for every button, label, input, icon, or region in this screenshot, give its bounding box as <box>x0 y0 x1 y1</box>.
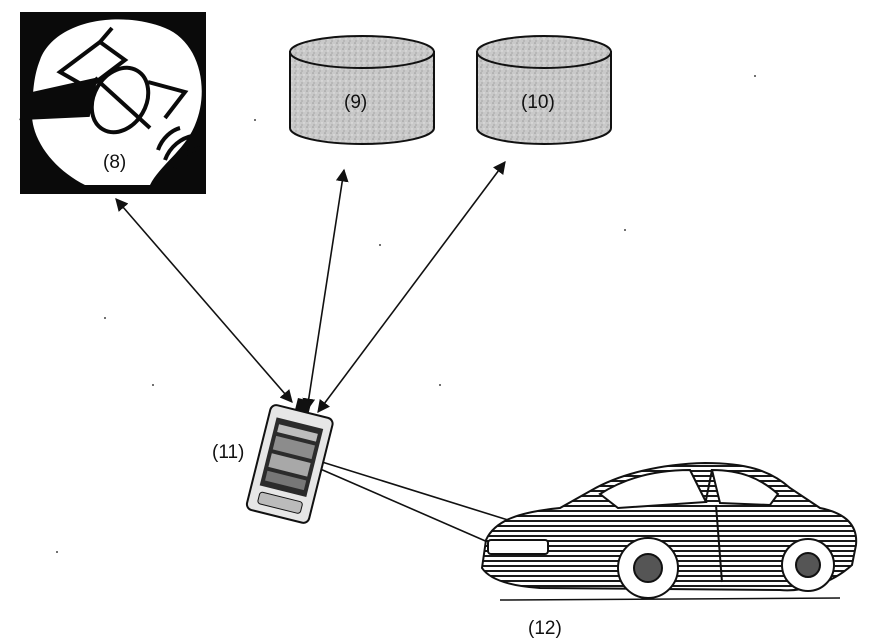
car-icon <box>480 461 858 601</box>
link-handheld-vehicle-a <box>321 461 509 521</box>
database-node-10: (10) <box>476 35 612 145</box>
link-handheld-satellite <box>115 198 293 403</box>
link-handheld-vehicle-b <box>317 467 491 544</box>
link-handheld-database-10 <box>317 160 506 414</box>
satellite-node: (8) <box>19 12 206 194</box>
database-icon <box>476 35 612 145</box>
database-label-9: (9) <box>344 92 367 113</box>
satellite-label: (8) <box>103 152 126 173</box>
database-label-10: (10) <box>521 92 555 113</box>
link-handheld-database-9 <box>302 168 349 412</box>
database-node-9: (9) <box>289 35 435 145</box>
satellite-icon <box>19 26 201 169</box>
pda-icon <box>245 397 334 524</box>
handheld-node: (11) <box>212 397 334 524</box>
database-icon <box>289 35 435 145</box>
speckles <box>56 75 756 553</box>
vehicle-node: (12) <box>480 461 858 639</box>
connections <box>115 160 509 544</box>
handheld-label: (11) <box>212 442 244 463</box>
vehicle-label: (12) <box>528 618 562 639</box>
